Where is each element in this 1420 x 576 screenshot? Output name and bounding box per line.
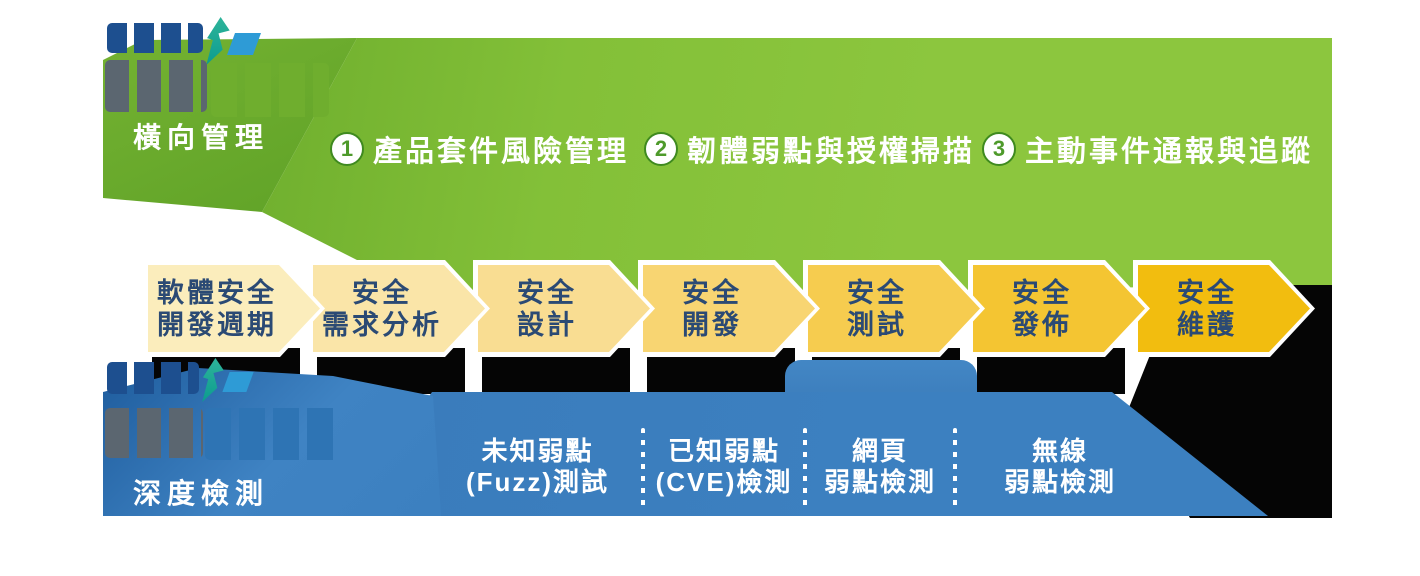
number-badge-1: 1 — [330, 132, 364, 166]
sdlc-arrow-6-line1: 安全 — [1012, 277, 1072, 308]
sdlc-arrow-4: 安全 開發 — [638, 260, 820, 357]
mgmt-item-2-label: 韌體弱點與授權掃描 — [687, 136, 976, 168]
logo-slash-icon — [226, 33, 262, 55]
sdlc-arrow-6-line2: 發佈 — [1012, 309, 1072, 340]
logo-wordmark-fragment — [205, 408, 340, 460]
sdlc-arrow-2-line2: 需求分析 — [322, 309, 442, 340]
sdlc-arrow-6: 安全 發佈 — [968, 260, 1150, 357]
top-tab-label: 橫向管理 — [133, 122, 270, 153]
number-badge-3: 3 — [982, 132, 1016, 166]
logo-wordmark-fragment — [211, 63, 329, 117]
logo-bolt-icon — [202, 358, 224, 402]
mgmt-item-2: 2 韌體弱點與授權掃描 — [644, 128, 975, 170]
deep-item-4-line1: 無線 — [1031, 436, 1088, 466]
deep-item-1-line2: (Fuzz)測試 — [465, 467, 610, 497]
logo-wordmark-fragment — [107, 362, 199, 394]
deep-item-1: 未知弱點 (Fuzz)測試 — [432, 436, 643, 498]
deep-item-2-line2: (CVE)檢測 — [655, 467, 793, 497]
deep-item-3-line1: 網頁 — [851, 436, 908, 466]
green-banner-shape — [262, 38, 1332, 302]
sdlc-arrow-5-line1: 安全 — [847, 277, 907, 308]
deep-item-3: 網頁 弱點檢測 — [805, 436, 955, 498]
logo-wordmark-fragment — [107, 23, 203, 53]
sdlc-arrow-7-line1: 安全 — [1177, 277, 1237, 308]
mgmt-item-3-label: 主動事件通報與追蹤 — [1025, 136, 1314, 168]
logo-mark-top — [105, 15, 335, 120]
mgmt-item-3: 3 主動事件通報與追蹤 — [982, 128, 1313, 170]
sdlc-arrow-1: 軟體安全 開發週期 — [143, 260, 325, 357]
sdlc-arrow-3-line2: 設計 — [517, 309, 577, 340]
blue-banner-shape — [395, 392, 1268, 516]
sdlc-arrow-5: 安全 測試 — [803, 260, 985, 357]
sdlc-arrow-7-line2: 維護 — [1177, 309, 1237, 340]
sdlc-arrow-5-line2: 測試 — [847, 309, 907, 340]
dotted-separator — [641, 428, 645, 512]
deep-item-2-line1: 已知弱點 — [667, 436, 780, 466]
logo-mark-bottom — [105, 352, 345, 464]
deep-item-3-line2: 弱點檢測 — [823, 467, 936, 497]
sdlc-arrow-4-line2: 開發 — [682, 309, 742, 340]
mgmt-item-1: 1 產品套件風險管理 — [330, 128, 629, 170]
sdlc-arrow-4-line1: 安全 — [682, 277, 742, 308]
sdlc-arrow-1-line1: 軟體安全 — [157, 277, 277, 308]
sdlc-arrow-3: 安全 設計 — [473, 260, 655, 357]
dotted-separator — [953, 428, 957, 512]
sdlc-arrow-7: 安全 維護 — [1133, 260, 1315, 357]
sdlc-arrow-2-line1: 安全 — [352, 277, 412, 308]
deep-item-4-line2: 弱點檢測 — [1003, 467, 1116, 497]
dotted-separator — [803, 428, 807, 512]
deep-item-4: 無線 弱點檢測 — [955, 436, 1165, 498]
logo-wordmark-fragment — [105, 60, 207, 112]
logo-bolt-icon — [206, 17, 230, 65]
logo-wordmark-fragment — [105, 408, 203, 458]
number-badge-2: 2 — [644, 132, 678, 166]
logo-slash-icon — [222, 372, 254, 392]
mgmt-item-1-label: 產品套件風險管理 — [373, 136, 630, 168]
sdlc-arrow-3-line1: 安全 — [517, 277, 577, 308]
deep-item-2: 已知弱點 (CVE)檢測 — [643, 436, 805, 498]
sdlc-arrow-2: 安全 需求分析 — [308, 260, 490, 357]
deep-item-1-line1: 未知弱點 — [481, 436, 594, 466]
sdlc-arrow-1-line2: 開發週期 — [157, 309, 277, 340]
bottom-tab-label: 深度檢測 — [133, 478, 270, 509]
